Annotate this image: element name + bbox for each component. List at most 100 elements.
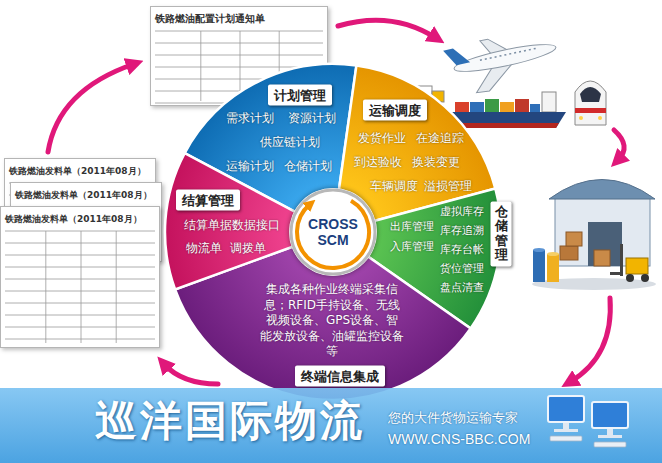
computer-icons-rect bbox=[550, 436, 582, 441]
ship-icon-rect bbox=[515, 99, 529, 112]
sector-item: 虚拟库存 bbox=[440, 205, 484, 218]
sector-item: 出库管理 bbox=[390, 220, 434, 233]
document-title: 铁路燃油发料单（2011年08月） bbox=[1, 210, 146, 229]
airplane-icon-polygon bbox=[443, 46, 470, 68]
sector-item: 入库管理 bbox=[390, 240, 434, 253]
train-icon-circle bbox=[598, 116, 602, 120]
document-title: 铁路燃油发料单（2011年08月） bbox=[11, 186, 156, 205]
sector-heading: 结算管理 bbox=[176, 190, 240, 211]
document-table-line bbox=[155, 43, 323, 44]
airplane-icon bbox=[443, 26, 562, 99]
sector-item: 发货作业 bbox=[358, 131, 406, 145]
document-table-line bbox=[155, 31, 323, 32]
document-table-line bbox=[5, 327, 155, 328]
ship-icon-rect bbox=[455, 102, 469, 112]
website: WWW.CNS-BBC.COM bbox=[388, 431, 530, 448]
document-table-line bbox=[5, 255, 155, 256]
train-icon-circle bbox=[579, 116, 583, 120]
hub-ring-path bbox=[297, 201, 369, 268]
warehouse-icon-rect bbox=[588, 222, 622, 266]
sector-item: 换装变更 bbox=[412, 155, 460, 169]
document-table-line bbox=[200, 31, 201, 101]
document-title: 铁路燃油发料单（2011年08月） bbox=[5, 162, 150, 181]
train-icon-path bbox=[580, 87, 601, 102]
warehouse-icon-rect bbox=[566, 232, 582, 246]
sector-item: 库存台帐 bbox=[440, 243, 484, 256]
train-icon bbox=[575, 81, 606, 125]
cycle-arrows-path bbox=[164, 364, 218, 384]
warehouse-icon-circle bbox=[626, 274, 634, 282]
sector-heading: 运输调度 bbox=[363, 100, 427, 121]
sector-item: 物流单 bbox=[186, 241, 222, 255]
warehouse-icon-rect bbox=[626, 258, 648, 274]
cycle-arrows-path bbox=[614, 130, 624, 160]
sector-item: 调拨单 bbox=[230, 241, 266, 255]
sector-item: 在途追踪 bbox=[416, 131, 464, 145]
cycle-arrows-path bbox=[570, 298, 610, 382]
computer-icons-rect bbox=[598, 435, 622, 438]
computer-icons-rect bbox=[594, 442, 626, 447]
sector-item: 盘点清查 bbox=[440, 281, 484, 294]
sector-item: 结算单据数据接口 bbox=[184, 218, 280, 232]
computer-icons-rect bbox=[548, 396, 584, 422]
warehouse-icon-path bbox=[549, 180, 655, 200]
document-table-line bbox=[45, 231, 46, 343]
train-icon-rect bbox=[575, 108, 606, 113]
slogan: 您的大件货物运输专家 bbox=[388, 410, 518, 426]
computer-icons-rect bbox=[607, 429, 613, 435]
warehouse-icon bbox=[532, 180, 656, 291]
hub-ring-circle bbox=[291, 190, 375, 274]
warehouse-icon-rect bbox=[620, 244, 623, 276]
sector-item: 到达验收 bbox=[354, 155, 402, 169]
ship-icon-rect bbox=[470, 102, 484, 112]
brand-name: 巡洋国际物流 bbox=[95, 396, 365, 446]
hub-label: CROSS SCM bbox=[302, 216, 364, 248]
document-table-line bbox=[5, 231, 155, 232]
warehouse-icon-circle bbox=[641, 274, 649, 282]
computer-icons-rect bbox=[563, 423, 569, 429]
document-table-line bbox=[5, 243, 155, 244]
sector-item: 货位管理 bbox=[440, 262, 484, 275]
sector-item: 溢损管理 bbox=[424, 179, 472, 193]
sector-item: 运输计划 bbox=[226, 159, 274, 173]
cycle-arrows-path bbox=[48, 64, 134, 152]
document-title: 铁路燃油配置计划通知单 bbox=[151, 9, 269, 29]
warehouse-icon-rect bbox=[533, 250, 545, 282]
sector-wedge-path bbox=[165, 153, 333, 289]
brand-banner: 巡洋国际物流 您的大件货物运输专家 WWW.CNS-BBC.COM bbox=[0, 388, 662, 463]
sector-heading: 终端信息集成 bbox=[295, 366, 385, 387]
document-table-line bbox=[155, 55, 323, 56]
warehouse-icon-ellipse bbox=[547, 252, 559, 256]
document-table-line bbox=[5, 279, 155, 280]
document-table-line bbox=[5, 339, 155, 340]
hub-circle: CROSS SCM bbox=[289, 188, 377, 276]
sector-item: 库存追溯 bbox=[440, 224, 484, 237]
airplane-icon-ellipse bbox=[452, 39, 557, 76]
warehouse-icon-rect bbox=[547, 254, 559, 282]
warehouse-icon-rect bbox=[555, 196, 650, 266]
document-table-line bbox=[5, 267, 155, 268]
ship-icon-rect bbox=[485, 99, 499, 112]
ship-icon-rect bbox=[542, 92, 556, 112]
sector-heading: 计划管理 bbox=[268, 85, 332, 106]
document-table-line bbox=[81, 231, 82, 343]
cycle-arrows-path bbox=[338, 20, 436, 38]
train-icon-path bbox=[575, 81, 606, 125]
warehouse-icon-rect bbox=[610, 272, 623, 275]
sector-item: 需求计划 bbox=[226, 111, 274, 125]
ship-icon-rect bbox=[530, 104, 540, 112]
document-table-line bbox=[5, 291, 155, 292]
document-table-line bbox=[116, 231, 117, 343]
sector-item: 仓储计划 bbox=[284, 159, 332, 173]
computer-icons-rect bbox=[592, 402, 628, 428]
sector-wedge-path bbox=[333, 66, 495, 232]
document-table bbox=[1, 229, 161, 349]
airplane-icon-line bbox=[480, 48, 539, 60]
computer-icons-rect bbox=[554, 429, 578, 432]
sector-item: 供应链计划 bbox=[260, 135, 320, 149]
sector-heading: 仓储管理 bbox=[491, 201, 512, 266]
document-table-line bbox=[5, 303, 155, 304]
warehouse-icon-ellipse bbox=[533, 248, 545, 252]
sector-body: 集成各种作业终端采集信息；RFID手持设备、无线视频设备、GPS设备、智能发放设… bbox=[260, 282, 404, 360]
